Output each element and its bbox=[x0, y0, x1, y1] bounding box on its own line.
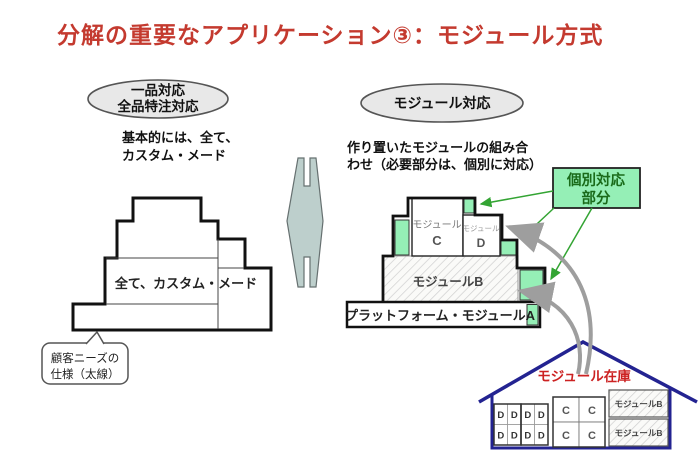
one-off-desc-line1: 基本的には、全て、 bbox=[121, 130, 238, 145]
b-stock-box bbox=[608, 418, 669, 447]
one-off-desc-line2: カスタム・メード bbox=[122, 148, 226, 163]
d-stock-letter: D bbox=[497, 431, 504, 442]
module-section: モジュール対応 作り置いたモジュールの組み合 わせ（必要部分は、個別に対応） モ… bbox=[345, 83, 641, 329]
house-body bbox=[490, 388, 672, 450]
custom-parts-box bbox=[552, 167, 641, 209]
right-step-outline bbox=[381, 196, 547, 302]
d-stock-letter: D bbox=[497, 410, 504, 421]
one-off-bubble-line2: 全品特注対応 bbox=[117, 98, 199, 114]
stock-arrow-to-module-b bbox=[517, 281, 583, 375]
house-roof bbox=[478, 340, 698, 404]
c-stock-letter: C bbox=[588, 430, 596, 442]
vertical-double-arrow-icon bbox=[286, 157, 324, 288]
inventory-title: モジュール在庫 bbox=[537, 368, 631, 384]
d-stock-letter: D bbox=[524, 410, 531, 421]
c-stock-letter: C bbox=[588, 405, 596, 417]
customer-needs-callout: 顧客ニーズの 仕様（太線） bbox=[41, 330, 129, 385]
d-stock-letter: D bbox=[511, 431, 518, 442]
module-desc-line1: 作り置いたモジュールの組み合 bbox=[347, 140, 529, 155]
inventory-house: モジュール在庫 D D D bbox=[478, 340, 698, 450]
custom-parts-line1: 個別対応 bbox=[566, 171, 625, 189]
module-b-label: モジュールB bbox=[413, 275, 484, 289]
c-stock-letter: C bbox=[562, 405, 570, 417]
custom-made-label: 全て、カスタム・メード bbox=[114, 276, 257, 291]
custom-part-right-of-c bbox=[463, 198, 475, 214]
b-stock-label: モジュールB bbox=[614, 399, 662, 409]
b-stock-box bbox=[608, 389, 669, 418]
module-d-caption: モジュール bbox=[463, 224, 500, 233]
module-d-letter: D bbox=[477, 236, 486, 250]
custom-parts-line2: 部分 bbox=[582, 189, 611, 207]
module-bubble-label: モジュール対応 bbox=[393, 95, 490, 111]
d-stock-letter: D bbox=[511, 410, 518, 421]
leader-arrow-to-c-part bbox=[479, 190, 554, 208]
callout-line1: 顧客ニーズの bbox=[51, 351, 119, 365]
d-stock-letter: D bbox=[538, 410, 545, 421]
left-step-pyramid-inner-lines bbox=[106, 239, 244, 329]
callout-tail bbox=[85, 330, 105, 345]
stock-arrow-to-module-d bbox=[505, 222, 593, 375]
module-desc-line2: わせ（必要部分は、個別に対応） bbox=[347, 157, 542, 172]
d-stock-letter: D bbox=[538, 431, 545, 442]
leader-arrow-to-b-part bbox=[550, 207, 593, 281]
c-stock-cell bbox=[578, 421, 606, 448]
b-stock: モジュールB モジュールB bbox=[608, 389, 669, 447]
callout-line2: 仕様（太線） bbox=[51, 367, 120, 381]
c-stock-grid: C C C C bbox=[552, 396, 606, 448]
slide-title: 分解の重要なアプリケーション③：モジュール方式 bbox=[57, 22, 604, 48]
custom-part-left-of-c bbox=[394, 219, 410, 256]
left-step-pyramid-outline bbox=[71, 196, 273, 332]
module-bubble bbox=[360, 83, 524, 123]
d-stock-group2-border bbox=[520, 403, 549, 446]
module-c-letter: C bbox=[432, 233, 442, 248]
module-d-box bbox=[462, 214, 501, 257]
platform-a-label: プラットフォーム・モジュールA bbox=[345, 308, 536, 323]
c-stock-letter: C bbox=[562, 430, 570, 442]
c-stock-cell bbox=[552, 421, 580, 448]
custom-part-right-of-d bbox=[500, 239, 517, 256]
module-c-caption: モジュール bbox=[412, 220, 461, 231]
one-off-bubble bbox=[87, 79, 229, 119]
stock-supply-arrows bbox=[505, 222, 593, 375]
b-stock-label: モジュールB bbox=[614, 428, 662, 438]
one-off-section: 一品対応 全品特注対応 基本的には、全て、 カスタム・メード 全て、カスタム・メ… bbox=[41, 79, 273, 385]
d-stock-letter: D bbox=[524, 431, 531, 442]
d-stock-grid: D D D D D D D D bbox=[493, 403, 549, 446]
c-stock-group-border bbox=[552, 396, 606, 448]
one-off-bubble-line1: 一品対応 bbox=[131, 82, 185, 98]
platform-a-band bbox=[345, 300, 542, 329]
